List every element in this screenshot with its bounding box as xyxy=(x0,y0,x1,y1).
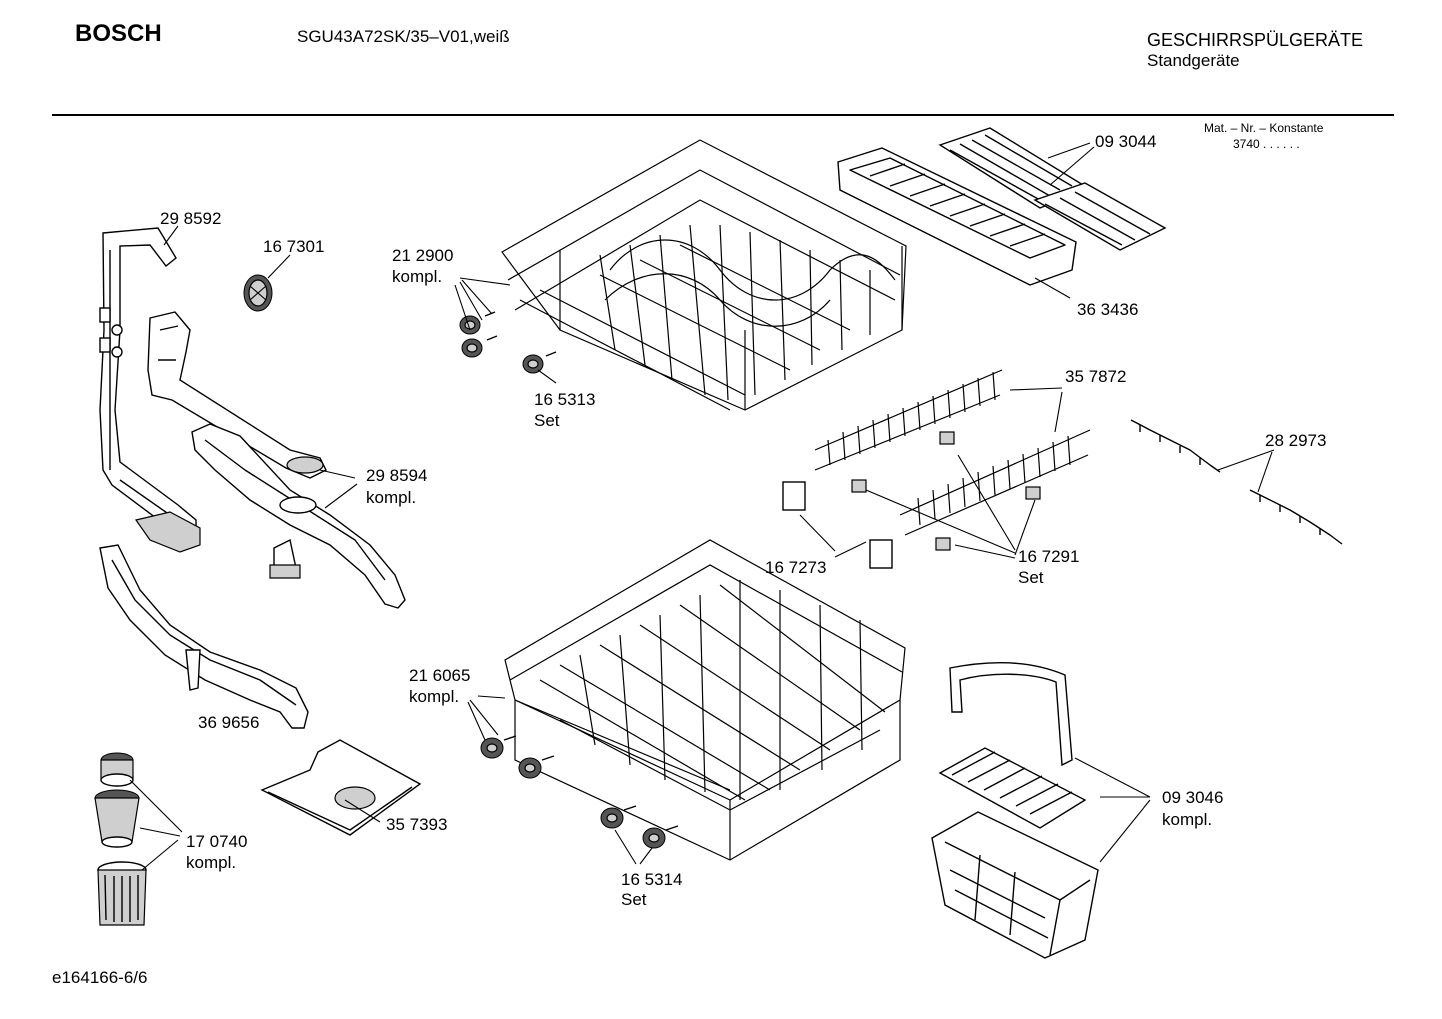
part-note-16-5313: Set xyxy=(534,411,560,430)
part-label-16-7301: 16 7301 xyxy=(263,237,325,256)
upper-spray-arm-icon xyxy=(191,423,406,609)
part-label-36-9656: 36 9656 xyxy=(198,713,260,732)
part-label-21-2900: 21 2900 xyxy=(392,246,454,265)
tine-clips-icon xyxy=(782,431,1041,569)
part-label-17-0740: 17 0740 xyxy=(186,832,248,851)
drawing-id: e164166-6/6 xyxy=(52,968,148,987)
part-label-16-5314: 16 5314 xyxy=(621,870,683,889)
part-label-29-8592: 29 8592 xyxy=(160,209,222,228)
lower-basket-rollers-icon xyxy=(480,735,679,849)
part-label-35-7872: 35 7872 xyxy=(1065,367,1127,386)
part-label-35-7393: 35 7393 xyxy=(386,815,448,834)
part-label-16-7291: 16 7291 xyxy=(1018,547,1080,566)
brand-logo: BOSCH xyxy=(75,20,162,47)
cutlery-basket-icon xyxy=(931,662,1099,959)
lower-basket-icon xyxy=(504,539,906,861)
upper-basket-icon xyxy=(501,139,907,411)
upper-spray-tube-icon xyxy=(147,311,327,479)
part-note-21-2900: kompl. xyxy=(392,267,443,286)
lower-spray-arm-icon xyxy=(99,544,309,729)
part-label-36-3436: 36 3436 xyxy=(1077,300,1139,319)
supply-pipe-icon xyxy=(99,227,201,553)
filter-cap-icon xyxy=(243,274,273,312)
part-label-28-2973: 28 2973 xyxy=(1265,431,1327,450)
constant-value: 3740 . . . . . . xyxy=(1233,137,1300,151)
filter-set-icon xyxy=(94,752,147,926)
part-note-09-3046: kompl. xyxy=(1162,810,1213,829)
part-note-17-0740: kompl. xyxy=(186,853,237,872)
part-label-21-6065: 21 6065 xyxy=(409,666,471,685)
constant-label: Mat. – Nr. – Konstante xyxy=(1204,121,1324,135)
cutlery-tray-icon xyxy=(837,147,1077,286)
cup-shelves-icon xyxy=(1130,419,1343,545)
part-label-16-5313: 16 5313 xyxy=(534,390,596,409)
category-title: GESCHIRRSPÜLGERÄTE xyxy=(1147,30,1364,50)
header-divider xyxy=(52,114,1394,116)
model-number: SGU43A72SK/35–V01,weiß xyxy=(297,27,510,46)
part-label-09-3044: 09 3044 xyxy=(1095,132,1157,151)
part-label-29-8594: 29 8594 xyxy=(366,466,428,485)
subcategory-title: Standgeräte xyxy=(1147,51,1240,70)
upper-basket-rollers-icon xyxy=(459,311,557,374)
cup-rack-icon xyxy=(938,127,1167,251)
part-note-29-8594: kompl. xyxy=(366,488,417,507)
floor-plate-icon xyxy=(260,739,422,836)
folding-tines-icon xyxy=(814,369,1091,536)
part-note-16-5314: Set xyxy=(621,890,647,909)
part-label-09-3046: 09 3046 xyxy=(1162,788,1224,807)
leader-lines xyxy=(129,142,1275,871)
part-note-16-7291: Set xyxy=(1018,568,1044,587)
part-note-21-6065: kompl. xyxy=(409,687,460,706)
part-label-16-7273: 16 7273 xyxy=(765,558,827,577)
